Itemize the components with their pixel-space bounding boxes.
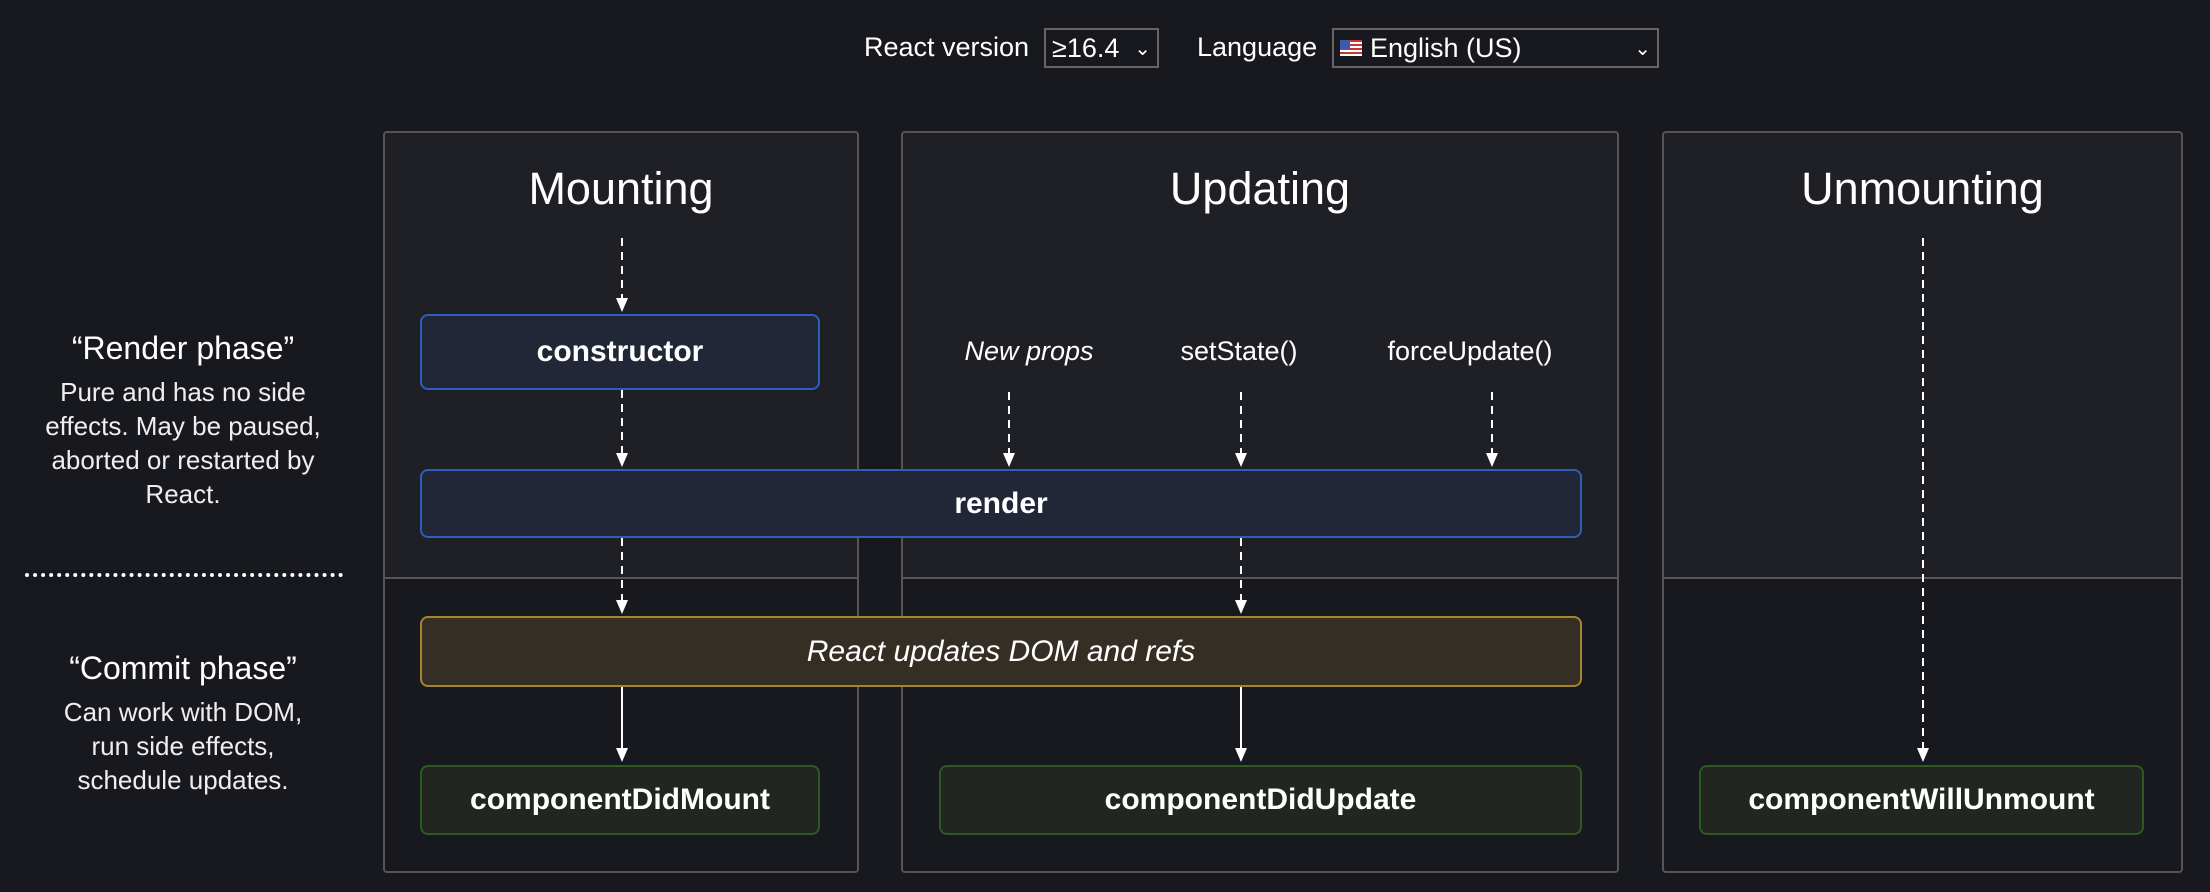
unmounting-title: Unmounting bbox=[1801, 163, 2044, 214]
trigger-set-state: setState() bbox=[1180, 336, 1298, 366]
render-phase-title: “Render phase” bbox=[71, 330, 295, 366]
language-value: English (US) bbox=[1370, 32, 1522, 63]
phase-divider bbox=[25, 573, 343, 577]
render-phase-description: Pure and has no side effects. May be pau… bbox=[45, 377, 321, 509]
language-select[interactable]: English (US) ⌄ bbox=[1332, 28, 1659, 68]
mounting-title: Mounting bbox=[528, 163, 714, 214]
component-did-mount-box: componentDidMount bbox=[420, 765, 820, 835]
us-flag-icon bbox=[1340, 40, 1362, 56]
chevron-down-icon: ⌄ bbox=[1134, 37, 1151, 60]
render-box: render bbox=[420, 469, 1582, 538]
commit-phase-description: Can work with DOM, run side effects, sch… bbox=[63, 697, 303, 795]
commit-phase-title: “Commit phase” bbox=[69, 650, 297, 686]
react-version-value: ≥16.4 bbox=[1052, 32, 1120, 63]
trigger-force-update: forceUpdate() bbox=[1387, 336, 1553, 366]
commit-phase-note: “Commit phase” Can work with DOM, run si… bbox=[0, 650, 366, 797]
updating-title: Updating bbox=[1169, 163, 1351, 214]
chevron-down-icon: ⌄ bbox=[1634, 37, 1651, 60]
constructor-box: constructor bbox=[420, 314, 820, 390]
dom-update-box: React updates DOM and refs bbox=[420, 616, 1582, 687]
render-phase-note: “Render phase” Pure and has no side effe… bbox=[0, 330, 366, 511]
trigger-new-props: New props bbox=[964, 336, 1094, 366]
language-label: Language bbox=[1197, 32, 1318, 62]
component-did-update-box: componentDidUpdate bbox=[939, 765, 1582, 835]
react-version-label: React version bbox=[864, 32, 1030, 62]
react-version-select[interactable]: ≥16.4 ⌄ bbox=[1044, 28, 1159, 68]
component-will-unmount-box: componentWillUnmount bbox=[1699, 765, 2144, 835]
